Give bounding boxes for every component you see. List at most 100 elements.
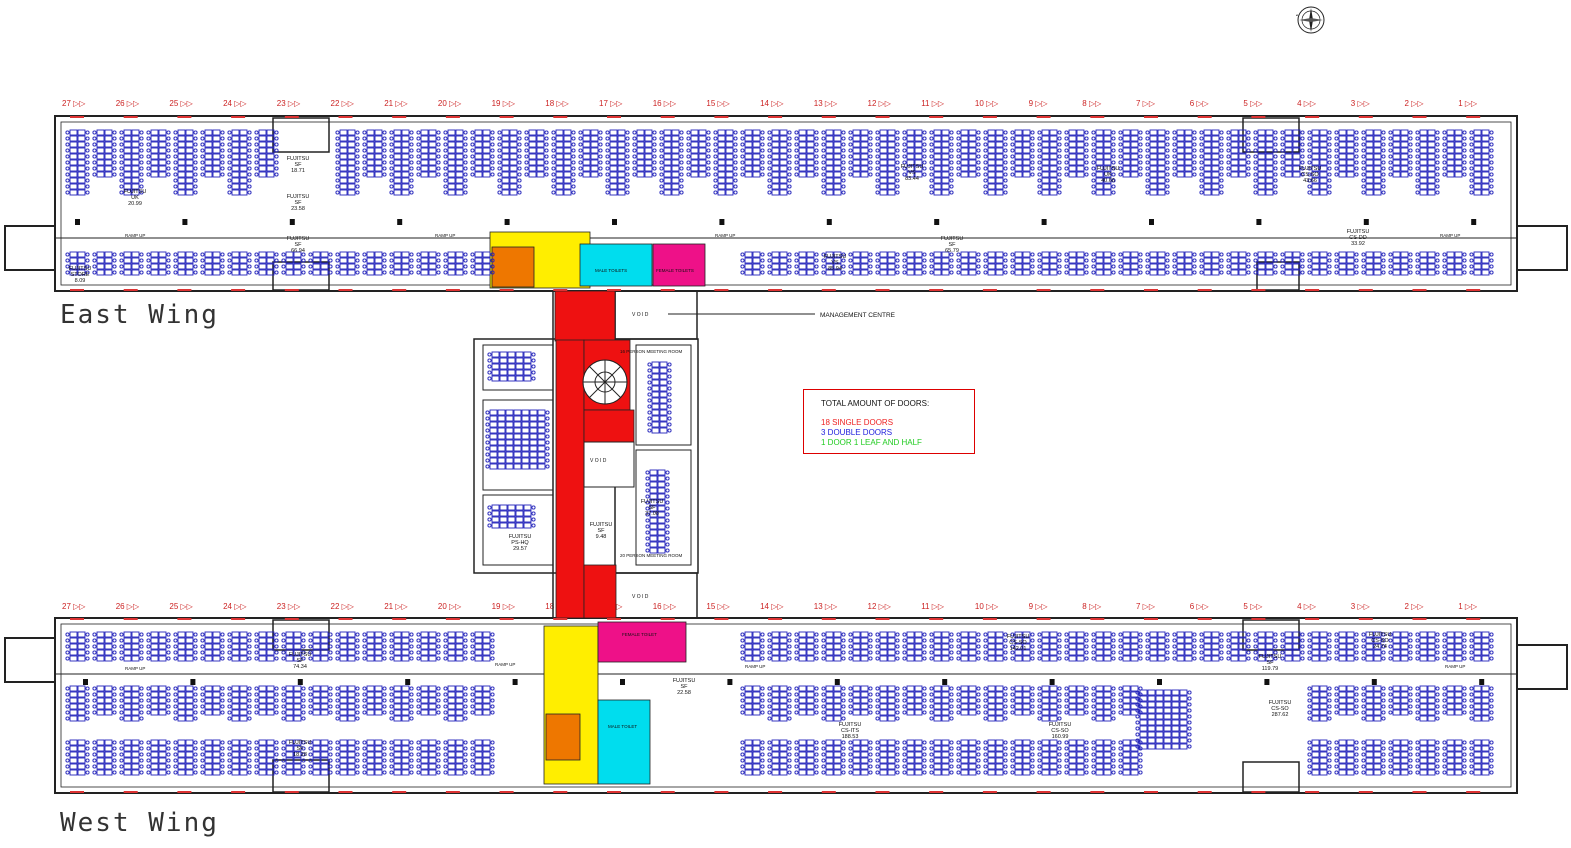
- desk-cluster: [281, 251, 306, 276]
- desk-cluster: [1307, 739, 1332, 776]
- desk-cluster: [794, 631, 819, 662]
- desk-cluster: [713, 129, 738, 196]
- legend-title: TOTAL AMOUNT OF DOORS:: [821, 399, 930, 408]
- room-label-department: CS-SO: [1271, 706, 1289, 712]
- desk-cluster: [1415, 685, 1440, 722]
- core-areas: [489, 231, 706, 785]
- desk-cluster: [1415, 739, 1440, 776]
- room-label-area: 188.53: [842, 734, 859, 740]
- desk-cluster: [740, 251, 765, 276]
- room-label-area: 24.74: [1373, 644, 1387, 650]
- desk-cluster: [1415, 129, 1440, 196]
- desk-cluster: [1037, 631, 1062, 662]
- desk-cluster: [1415, 631, 1440, 662]
- bay-number: 3 ▷▷: [1351, 99, 1371, 108]
- desk-cluster: [1334, 685, 1359, 716]
- room-label-company: FUJITSU: [287, 194, 310, 200]
- desk-cluster: [875, 631, 900, 662]
- room-label-area: 29.57: [513, 546, 527, 552]
- desk-cluster: [227, 631, 252, 662]
- desk-cluster: [497, 129, 522, 196]
- desk-cluster: [227, 739, 252, 776]
- room-label-area: 9.48: [596, 534, 607, 540]
- desk-cluster: [821, 129, 846, 196]
- desk-cluster: [487, 351, 536, 382]
- desk-cluster: [1307, 631, 1332, 662]
- room-label-area: 8.09: [75, 278, 86, 284]
- desk-cluster: [1064, 129, 1089, 178]
- desk-cluster: [1469, 685, 1494, 722]
- desk-cluster: [767, 685, 792, 722]
- room-label-company: FUJITSU: [901, 164, 924, 170]
- room-label-area: 74.34: [293, 664, 307, 670]
- room-label-department: SF: [597, 528, 605, 534]
- room-label-company: FUJITSU: [287, 236, 310, 242]
- desk-cluster: [65, 631, 90, 662]
- room-label-area: 43.66: [1303, 178, 1317, 184]
- bay-number: 13 ▷▷: [814, 602, 838, 611]
- bay-number: 14 ▷▷: [760, 99, 784, 108]
- bay-number: 18 ▷▷: [545, 99, 569, 108]
- desk-cluster: [1199, 251, 1224, 276]
- room-label-company: FUJITSU: [941, 236, 964, 242]
- desk-cluster: [65, 129, 90, 196]
- desk-cluster: [740, 739, 765, 776]
- room-label-area: 18.28: [293, 752, 307, 758]
- ramp-up-east-2: RAMP UP: [435, 233, 455, 238]
- desk-cluster: [902, 251, 927, 276]
- room-label-company: FUJITSU: [69, 266, 92, 272]
- desk-cluster: [1010, 129, 1035, 178]
- meeting-room-20-label: 20 PERSON MEETING ROOM: [620, 553, 683, 558]
- room-label-department: SF: [296, 746, 304, 752]
- room-label-company: FUJITSU: [289, 740, 312, 746]
- room-label-area: 142.01: [1010, 646, 1027, 652]
- desk-cluster: [1226, 129, 1251, 178]
- desk-cluster: [119, 631, 144, 662]
- bay-number: 1 ▷▷: [1458, 602, 1478, 611]
- desk-cluster: [254, 685, 279, 716]
- desk-cluster: [1442, 251, 1467, 276]
- desk-cluster: [902, 129, 927, 178]
- room-label-department: SF: [648, 505, 656, 511]
- bay-number: 5 ▷▷: [1243, 99, 1263, 108]
- desk-cluster: [767, 129, 792, 196]
- desk-cluster: [1091, 739, 1116, 776]
- desk-cluster: [956, 739, 981, 776]
- desk-cluster: [1334, 129, 1359, 178]
- desk-cluster: [362, 129, 387, 178]
- desk-cluster: [1010, 739, 1035, 776]
- bay-number: 26 ▷▷: [116, 99, 140, 108]
- bay-number: 20 ▷▷: [438, 99, 462, 108]
- desk-cluster: [1118, 739, 1143, 776]
- desk-furniture: [65, 129, 1494, 776]
- desk-cluster: [956, 129, 981, 178]
- bay-number: 12 ▷▷: [868, 99, 892, 108]
- east-bay-numbers: 27 ▷▷26 ▷▷25 ▷▷24 ▷▷23 ▷▷22 ▷▷21 ▷▷20 ▷▷…: [62, 99, 1478, 108]
- void-areas: [583, 441, 635, 488]
- bay-number: 8 ▷▷: [1082, 99, 1102, 108]
- desk-cluster: [1388, 631, 1413, 662]
- bay-number: 19 ▷▷: [492, 602, 516, 611]
- desk-cluster: [254, 129, 279, 178]
- desk-cluster: [146, 631, 171, 662]
- desk-cluster: [929, 631, 954, 662]
- room-label-area: 65.79: [945, 248, 959, 254]
- desk-cluster: [1064, 685, 1089, 716]
- desk-cluster: [362, 685, 387, 716]
- desk-cluster: [281, 739, 306, 776]
- desk-cluster: [578, 129, 603, 178]
- room-label-department: CS-ITS: [841, 728, 859, 734]
- desk-cluster: [443, 129, 468, 196]
- desk-cluster: [146, 129, 171, 178]
- bay-number: 21 ▷▷: [384, 602, 408, 611]
- desk-cluster: [1442, 685, 1467, 716]
- desk-cluster: [1469, 739, 1494, 776]
- desk-cluster: [281, 685, 306, 722]
- desk-cluster: [1388, 129, 1413, 178]
- room-label-area: 287.62: [1272, 712, 1289, 718]
- desk-cluster: [487, 504, 536, 529]
- desk-cluster: [443, 685, 468, 722]
- ramp-up-west-1: RAMP UP: [125, 666, 145, 671]
- desk-cluster: [308, 685, 333, 716]
- desk-cluster: [119, 129, 144, 196]
